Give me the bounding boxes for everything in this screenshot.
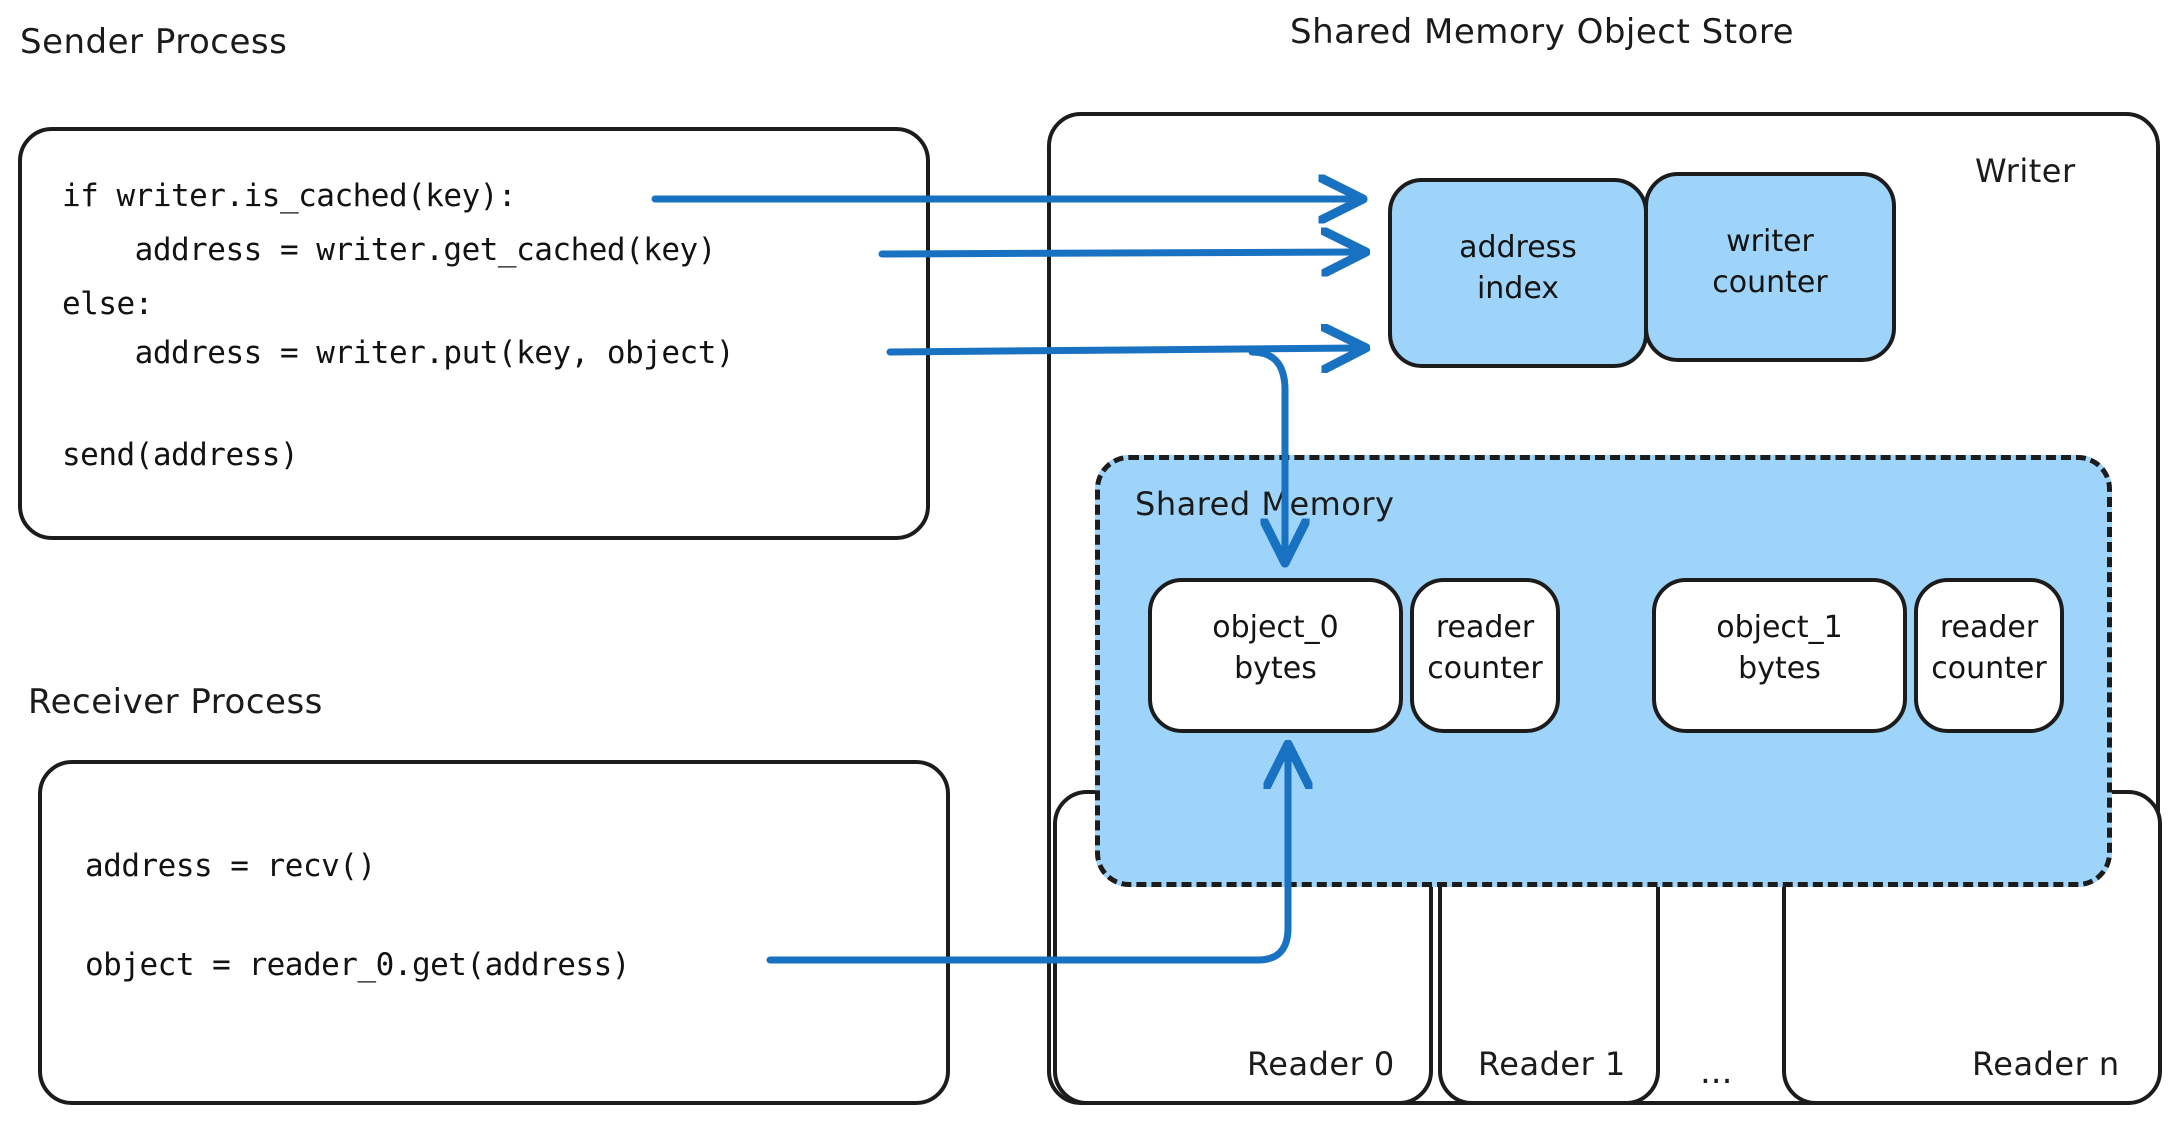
reader-1-label: Reader 1 — [1478, 1045, 1626, 1083]
shared-memory-object-store-title: Shared Memory Object Store — [1290, 12, 1794, 52]
sender-code-line-4: address = writer.put(key, object) — [62, 335, 735, 371]
readers-ellipsis: ... — [1700, 1052, 1733, 1092]
reader-counter-0-box — [1410, 578, 1560, 733]
shared-memory-label: Shared Memory — [1135, 485, 1395, 523]
sender-code-line-2: address = writer.get_cached(key) — [62, 232, 717, 268]
object-1-bytes-box — [1652, 578, 1907, 733]
reader-0-label: Reader 0 — [1247, 1045, 1395, 1083]
object-0-bytes-box — [1148, 578, 1403, 733]
sender-process-title: Sender Process — [20, 22, 288, 62]
receiver-code-line-1: address = recv() — [85, 848, 376, 884]
reader-n-label: Reader n — [1972, 1045, 2120, 1083]
sender-process-box — [18, 127, 930, 540]
address-index-box — [1388, 178, 1648, 368]
receiver-code-line-2: object = reader_0.get(address) — [85, 947, 630, 983]
sender-code-line-1: if writer.is_cached(key): — [62, 178, 517, 214]
receiver-process-box — [38, 760, 950, 1105]
writer-counter-box — [1644, 172, 1896, 362]
reader-counter-1-box — [1914, 578, 2064, 733]
receiver-process-title: Receiver Process — [28, 682, 323, 722]
sender-code-line-3: else: — [62, 286, 153, 322]
writer-label: Writer — [1975, 152, 2076, 190]
sender-code-line-6: send(address) — [62, 437, 299, 473]
